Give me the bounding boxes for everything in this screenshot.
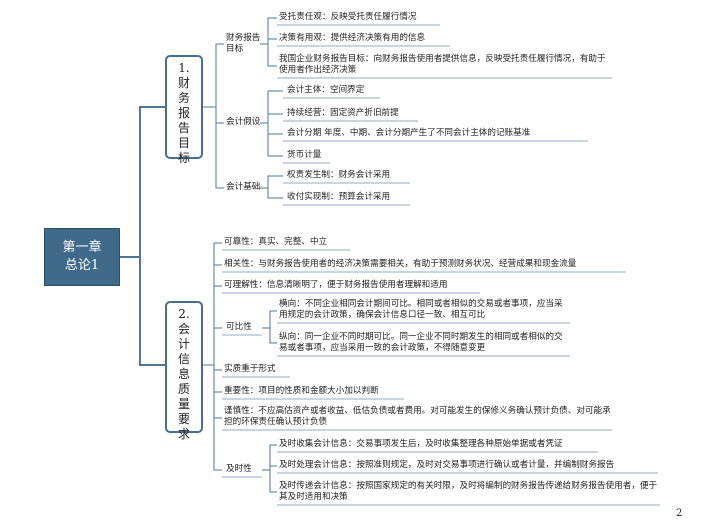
leaf-item: 受托责任观：反映受托责任履行情况 <box>279 12 417 22</box>
leaf-item: 会计分期 年度、中期、会计分期产生了不同会计主体的记账基准 <box>287 128 531 138</box>
leaf-item: 货币计量 <box>287 150 322 160</box>
root-subtitle: 总论1 <box>64 258 100 273</box>
leaf-item: 持续经营：固定资产折旧前提 <box>287 108 399 118</box>
leaf-item: 决策有用观：提供经济决策有用的信息 <box>279 33 426 43</box>
quality-item: 可理解性：信息清晰明了，便于财务报告使用者理解和适用 <box>224 280 448 290</box>
group-label: 财务报告目标 <box>226 33 261 54</box>
root-node: 第一章 总论1 <box>44 228 120 286</box>
leaf-item: 权责发生制：财务会计采用 <box>287 170 391 180</box>
section-financial-report-goal: 1.财务报告目标 <box>165 55 203 165</box>
leaf-item: 会计主体：空间界定 <box>287 85 365 95</box>
quality-item: 重要性：项目的性质和金额大小加以判断 <box>224 386 379 396</box>
quality-item: 相关性：与财务报告使用者的经济决策需要相关，有助于预测财务状况、经营成果和现金流… <box>224 259 577 269</box>
section-info-quality: 2.会计信息质量要求 <box>165 301 203 441</box>
quality-item: 实质重于形式 <box>224 364 276 374</box>
leaf-item: 收付实现制：预算会计采用 <box>287 192 391 202</box>
leaf-item: 及时处理会计信息：按照准则规定，及时对交易事项进行确认或者计量，并编制财务报告 <box>279 460 615 470</box>
page-number: 2 <box>676 508 683 519</box>
section-title: 1.财务报告目标 <box>177 61 190 165</box>
leaf-item: 我国企业财务报告目标：向财务报告使用者提供信息，反映受托责任履行情况，有助于使用… <box>279 54 606 75</box>
section-title: 2.会计信息质量要求 <box>177 307 190 441</box>
leaf-item: 及时传递会计信息：按照国家规定的有关时限，及时将编制的财务报告传递给财务报告使用… <box>279 481 658 502</box>
quality-item: 可靠性：真实、完整、中立 <box>224 237 328 247</box>
root-title: 第一章 <box>62 240 102 255</box>
quality-item: 谨慎性：不应高估资产或者收益、低估负债或者费用。对可能发生的保修义务确认预计负债… <box>224 406 611 427</box>
group-label: 可比性 <box>226 322 252 332</box>
group-label: 及时性 <box>226 464 252 474</box>
leaf-item: 纵向：同一企业不同时期可比。同一企业不同时期发生的相同或者相似的交易或者事项，应… <box>279 332 563 353</box>
group-label: 会计基础 <box>226 182 261 192</box>
leaf-item: 横向：不同企业相同会计期间可比。相同或者相似的交易或者事项，应当采用规定的会计政… <box>279 299 563 320</box>
group-label: 会计假设 <box>226 117 261 127</box>
leaf-item: 及时收集会计信息：交易事项发生后，及时收集整理各种原始单据或者凭证 <box>279 439 563 449</box>
